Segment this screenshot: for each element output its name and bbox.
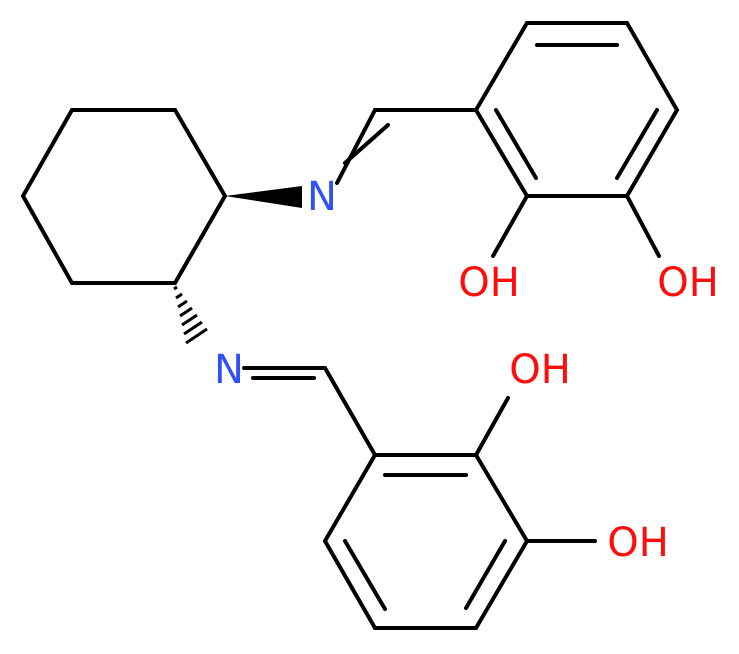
bond [173, 108, 227, 198]
hashed-bond [173, 285, 208, 345]
cyclohexane-ring [21, 108, 227, 285]
lower-imine [242, 366, 377, 457]
upper-imine [335, 108, 478, 185]
bond [625, 194, 661, 258]
double-bond-line [615, 108, 659, 180]
lower-benzene-ring [323, 396, 597, 630]
bond [474, 453, 529, 543]
bond [625, 21, 679, 112]
hydroxyl-label: OH [607, 520, 669, 566]
bond [323, 366, 377, 457]
bond [474, 539, 529, 630]
nitrogen-atom-label: N [214, 347, 244, 393]
bond [21, 108, 74, 198]
bond [173, 194, 227, 285]
nitrogen-atom-label: N [307, 174, 337, 220]
wedge-bond [225, 186, 302, 208]
bond [474, 396, 510, 457]
double-bond-line [464, 539, 507, 610]
bond [335, 108, 377, 185]
bond [323, 539, 377, 630]
double-bond-line [343, 123, 390, 165]
bond [491, 194, 529, 258]
hydroxyl-label: OH [657, 260, 719, 306]
bond [474, 21, 529, 112]
double-bond-line [494, 108, 538, 180]
upper-benzene-ring [474, 21, 679, 258]
hydroxyl-label: OH [458, 260, 520, 306]
bond [625, 108, 679, 198]
bond [21, 194, 74, 285]
bond [474, 108, 529, 198]
bond [323, 453, 377, 543]
hydroxyl-label: OH [509, 347, 571, 393]
double-bond-line [343, 539, 387, 611]
